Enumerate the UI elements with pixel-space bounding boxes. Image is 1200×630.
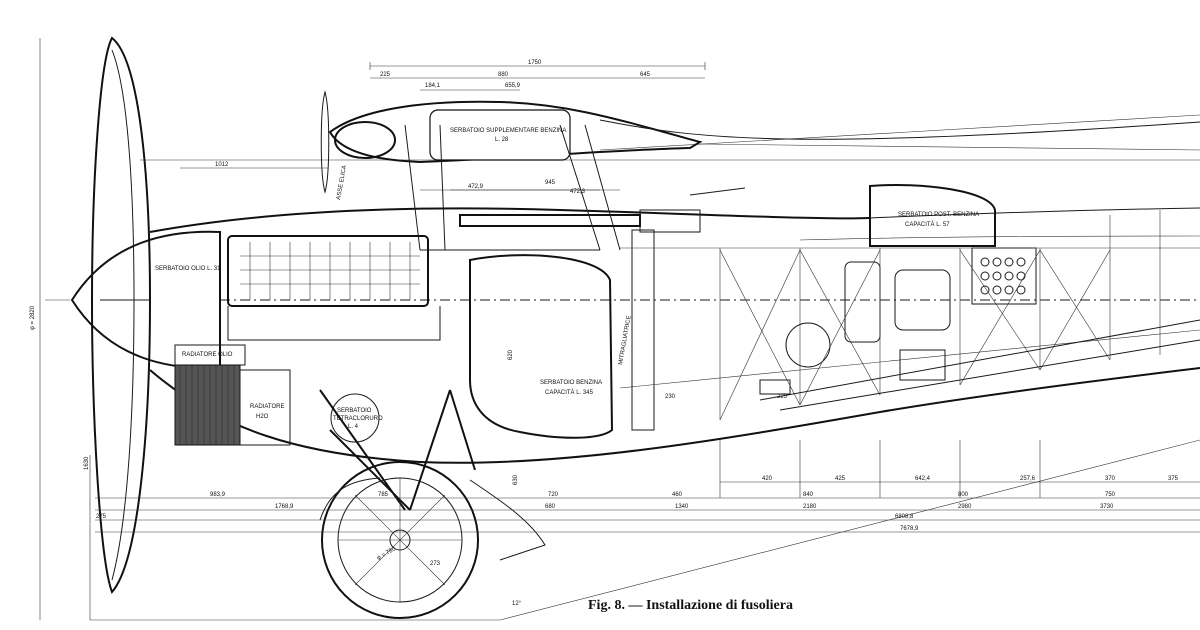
dim-6424: 642,4	[915, 476, 931, 482]
dim-225: 225	[380, 72, 391, 78]
dim-800: 800	[958, 492, 969, 498]
dim-785: 785	[378, 492, 389, 498]
dim-1630: 1630	[84, 456, 90, 470]
dim-840: 840	[803, 492, 814, 498]
dim-680: 680	[545, 504, 556, 510]
propeller	[90, 36, 152, 594]
generator-propeller	[320, 90, 396, 194]
dim-273: 273	[430, 561, 441, 567]
dim-1750: 1750	[528, 60, 542, 66]
main-fuel-tank	[469, 254, 614, 439]
drawing-labels: SERBATOIO SUPPLEMENTARE BENZINA L. 28 SE…	[30, 128, 979, 562]
ammo-box	[971, 247, 1037, 305]
dim-645: 645	[640, 72, 651, 78]
cockpit-equipment	[759, 261, 951, 395]
dim-420: 420	[762, 476, 773, 482]
label-wheel-dia: φ = 780	[376, 546, 398, 562]
dim-750: 750	[1105, 492, 1116, 498]
label-tank-post: SERBATOIO POST. BENZINA	[898, 212, 979, 218]
dimension-lines	[39, 38, 1200, 621]
label-tank-post-cap: CAPACITÀ L. 57	[905, 221, 950, 228]
dim-76789: 7678,9	[900, 526, 919, 532]
dim-630: 630	[513, 474, 519, 485]
label-rad-water: RADIATORE	[250, 404, 284, 410]
dim-370: 370	[1105, 476, 1116, 482]
dim-2980: 2980	[958, 504, 972, 510]
landing-gear	[319, 389, 546, 619]
rear-fuel-tank	[869, 184, 996, 247]
dim-6559: 655,9	[505, 83, 521, 89]
dim-230: 230	[665, 394, 676, 400]
figure-number: Fig. 8.	[588, 598, 625, 613]
dimension-values: 1750 225 880 645 184,1 655,9 1012 472,9 …	[84, 60, 1179, 607]
label-tetra-3: L. 4	[348, 424, 359, 430]
dim-4723: 472,3	[570, 189, 586, 195]
caption-dash: —	[628, 598, 643, 613]
label-tank-supp-cap: L. 28	[495, 137, 509, 143]
dim-2180: 2180	[803, 504, 817, 510]
label-tank-oil: SERBATOIO OLIO L. 31	[155, 266, 221, 272]
label-tetra-2: TETRACLORURO	[333, 416, 383, 422]
label-tank-benz-cap: CAPACITÀ L. 345	[545, 389, 594, 396]
fuselage-outline	[140, 114, 1200, 464]
dim-2576: 257,6	[1020, 476, 1036, 482]
dim-3730: 3730	[1100, 504, 1114, 510]
dim-620: 620	[508, 349, 514, 360]
dim-17689: 1768,9	[275, 504, 294, 510]
dim-184: 184,1	[425, 83, 441, 89]
label-prop-axis: ASSE ELICA	[336, 165, 348, 201]
figure-title: Installazione di fusoliera	[645, 598, 793, 613]
fuselage-truss	[619, 210, 1200, 421]
dim-9839: 983,9	[210, 492, 226, 498]
figure-caption: Fig. 8. — Installazione di fusoliera	[588, 598, 793, 614]
dim-720: 720	[548, 492, 559, 498]
label-tetra-1: SERBATOIO	[337, 408, 372, 414]
dim-225b: 225	[777, 394, 788, 400]
radiators	[174, 344, 291, 446]
dim-425: 425	[835, 476, 846, 482]
machine-gun	[459, 187, 746, 431]
dim-12: 12°	[512, 601, 522, 607]
label-mitra: MITRAGLIATRICE	[618, 315, 633, 365]
label-tank-benz: SERBATOIO BENZINA	[540, 380, 602, 386]
engine	[227, 235, 441, 341]
tetrachloride-tank	[330, 393, 380, 443]
dim-68088: 6808,8	[895, 514, 914, 520]
label-prop-dia: φ = 2820	[30, 305, 36, 330]
dim-460: 460	[672, 492, 683, 498]
dim-375: 375	[1168, 476, 1179, 482]
upper-wing	[328, 100, 1200, 164]
dim-945: 945	[545, 180, 556, 186]
dim-1012: 1012	[215, 162, 229, 168]
label-rad-water2: H2O	[256, 414, 269, 420]
dim-1340: 1340	[675, 504, 689, 510]
label-rad-oil: RADIATORE OLIO	[182, 352, 233, 358]
dim-880: 880	[498, 72, 509, 78]
label-tank-supp: SERBATOIO SUPPLEMENTARE BENZINA	[450, 128, 566, 134]
dim-4729: 472,9	[468, 184, 484, 190]
dim-275: 275	[96, 514, 107, 520]
